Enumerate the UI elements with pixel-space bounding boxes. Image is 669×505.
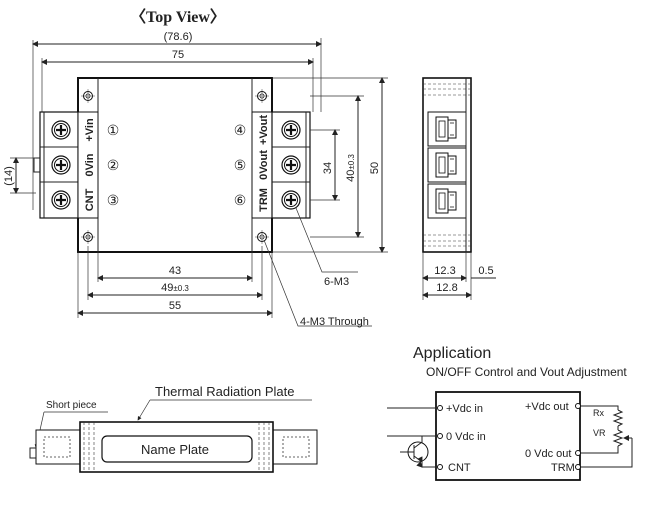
dim-inner-height-label-group: 40±0.3 <box>345 154 357 182</box>
side-view-fins <box>423 83 471 96</box>
callout-leader-holes <box>263 239 372 327</box>
resistor-vr-icon <box>612 429 624 447</box>
dim-hole-span-b-label: 49±0.3 <box>161 282 189 294</box>
app-zero-vdc-out: 0 Vdc out <box>525 448 571 460</box>
pin-label-vin-plus: +Vin <box>84 118 96 142</box>
top-view-title: 〈Top View〉 <box>130 8 226 26</box>
transistor-emitter <box>413 455 436 468</box>
callout-holes: 4-M3 Through <box>300 316 369 328</box>
terminal-dot <box>575 464 581 470</box>
front-view-fins <box>83 422 95 472</box>
screw-icon <box>280 119 302 141</box>
screw-icon <box>280 189 302 211</box>
pin-label-vout-plus: +Vout <box>258 115 270 145</box>
dim-hole-span-a-label: 43 <box>169 265 181 277</box>
trm-wire <box>581 438 633 468</box>
screw-icon <box>50 119 72 141</box>
front-right-terminal-inner <box>282 436 310 458</box>
converter-block <box>435 391 581 481</box>
left-label-strip <box>77 111 99 219</box>
app-zero-vdc-in: 0 Vdc in <box>446 431 486 443</box>
side-view-fins <box>423 234 471 247</box>
dim-pitch-span-label: 34 <box>322 162 334 174</box>
front-left-terminal-inner <box>43 436 71 458</box>
pin-label-vin-zero: 0Vin <box>84 153 96 176</box>
output-wire <box>581 446 619 454</box>
terminal-dot <box>575 403 581 409</box>
app-rx: Rx <box>593 408 604 418</box>
pin-number-3: ③ <box>107 192 120 208</box>
app-vr: VR <box>593 428 606 438</box>
pin-label-cnt: CNT <box>84 188 96 211</box>
connector-icon <box>427 147 467 183</box>
dim-left-offset-label: (14) <box>3 166 15 186</box>
front-view-fins <box>258 422 270 472</box>
pin-number-4: ④ <box>234 122 247 138</box>
terminal-dot <box>575 450 581 456</box>
callout-leader-screws <box>295 207 358 273</box>
name-plate <box>101 435 253 463</box>
pin-number-5: ⑤ <box>234 157 247 173</box>
connector-icon <box>427 183 467 219</box>
pin-number-6: ⑥ <box>234 192 247 208</box>
pin-label-vout-zero: 0Vout <box>258 150 270 180</box>
pin-label-trm: TRM <box>258 188 270 212</box>
output-wire <box>581 405 619 410</box>
dim-side-c-label: 12.8 <box>436 282 457 294</box>
terminal-dot <box>437 405 443 411</box>
transistor-collector <box>413 436 423 449</box>
resistor-rx-icon <box>612 409 624 427</box>
screw-icon <box>50 154 72 176</box>
dim-width-label: 75 <box>172 49 184 61</box>
module-body <box>77 77 273 253</box>
short-piece-label: Short piece <box>46 400 97 411</box>
pin-number-2: ② <box>107 157 120 173</box>
connector-icon <box>427 111 467 147</box>
app-cnt: CNT <box>448 462 471 474</box>
dim-overall-width-label: (78.6) <box>164 31 193 43</box>
application-title: Application <box>413 345 491 362</box>
thermal-plate-leader <box>137 399 151 421</box>
app-trm: TRM <box>551 462 575 474</box>
pin-number-1: ① <box>107 122 120 138</box>
application-subtitle: ON/OFF Control and Vout Adjustment <box>426 365 627 379</box>
dim-inner-height-label: 40±0.3 <box>345 154 357 182</box>
callout-screws: 6-M3 <box>324 276 349 288</box>
name-plate-label: Name Plate <box>141 442 209 457</box>
terminal-dot <box>437 464 443 470</box>
thermal-plate-label: Thermal Radiation Plate <box>155 384 294 399</box>
terminal-dot <box>437 433 443 439</box>
app-vdc-in: +Vdc in <box>446 403 483 415</box>
app-vdc-out: +Vdc out <box>525 401 569 413</box>
dim-height-label: 50 <box>369 162 381 174</box>
dim-side-b-label: 0.5 <box>478 265 493 277</box>
screw-icon <box>50 189 72 211</box>
screw-icon <box>280 154 302 176</box>
front-short-piece <box>29 447 36 459</box>
short-piece-bracket <box>33 157 40 173</box>
dim-base-width-label: 55 <box>169 300 181 312</box>
dim-side-a-label: 12.3 <box>434 265 455 277</box>
